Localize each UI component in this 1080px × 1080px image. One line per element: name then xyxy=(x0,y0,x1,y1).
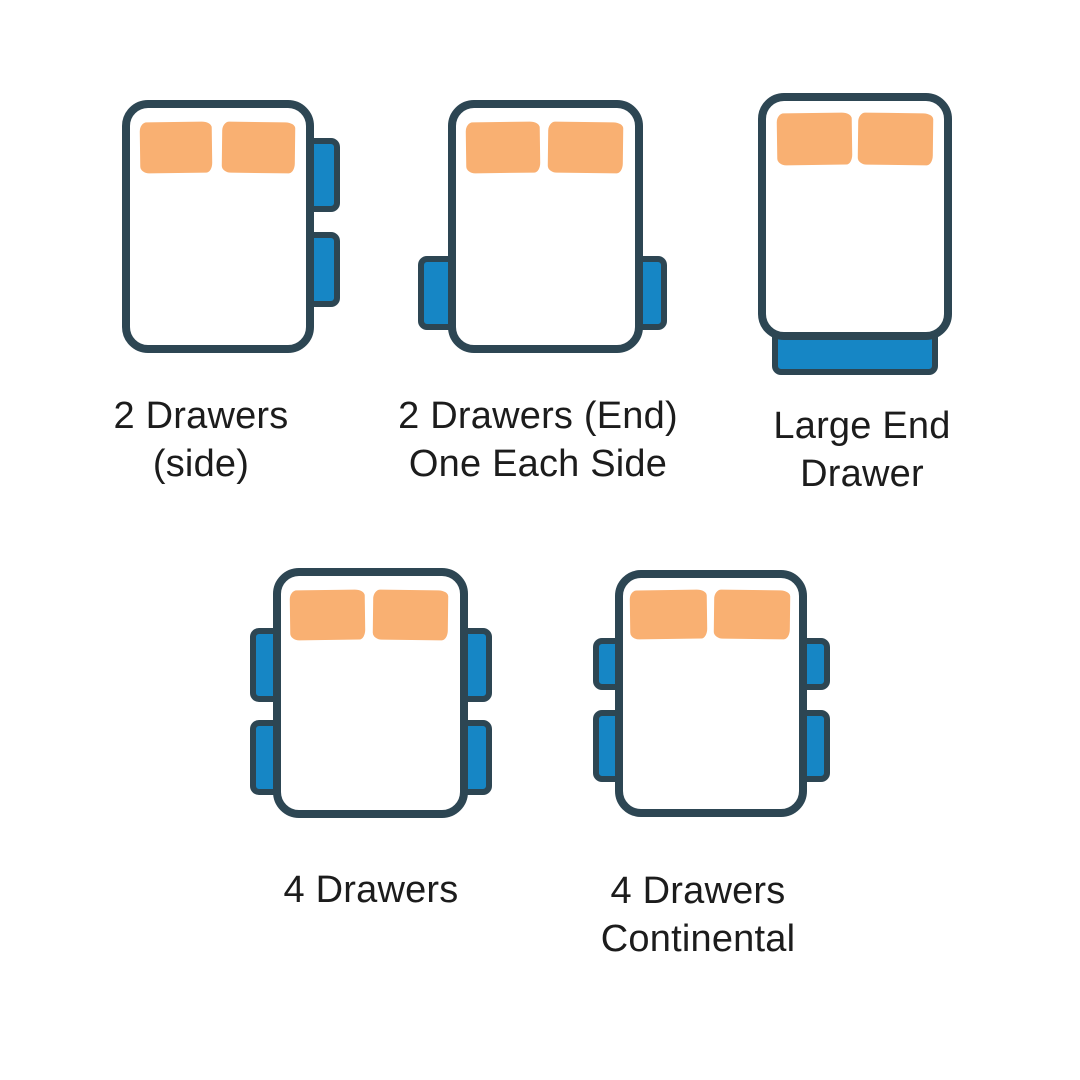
label-four-drawers: 4 Drawers xyxy=(283,869,459,911)
label-four-drawers-continental: 4 Drawers Continental xyxy=(600,870,796,960)
label-two-drawers-end-one-each-side: 2 Drawers (End) One Each Side xyxy=(398,395,678,485)
pillow xyxy=(629,589,708,640)
label-two-drawers-side: 2 Drawers (side) xyxy=(113,395,289,485)
label-large-end-drawer: Large End Drawer xyxy=(773,405,951,495)
pillow xyxy=(713,589,791,640)
